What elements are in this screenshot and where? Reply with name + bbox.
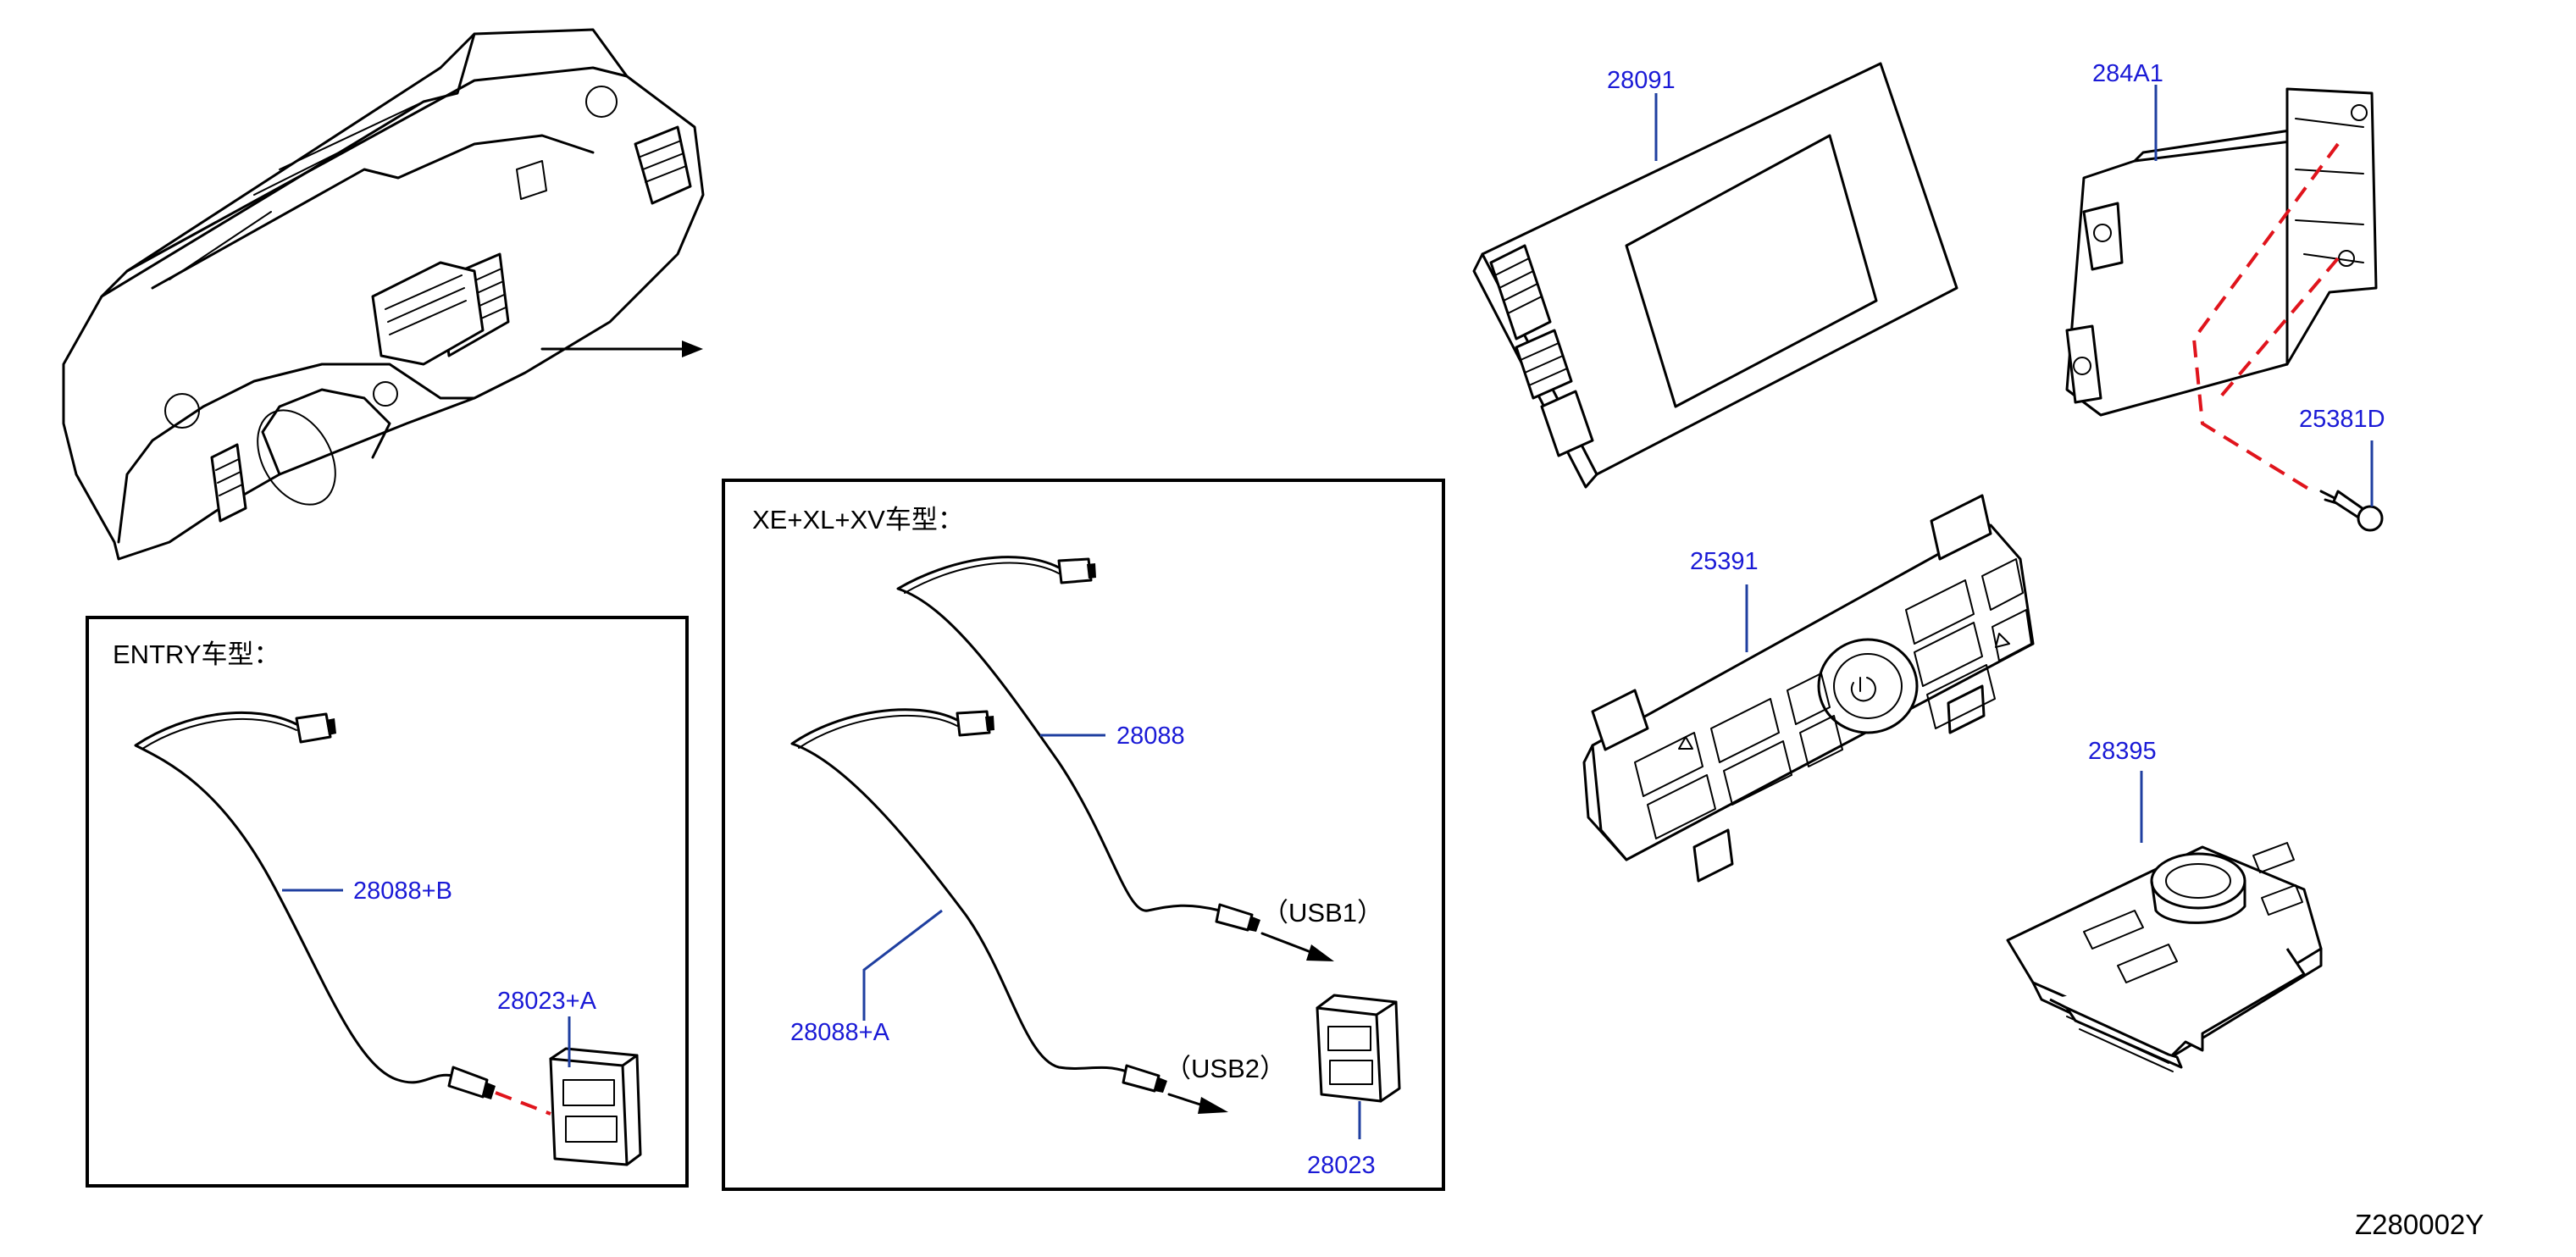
part-number-25391: 25391 (1690, 548, 1759, 575)
diagram-id: Z280002Y (2355, 1209, 2484, 1240)
part-number-28023-a: 28023+A (497, 988, 597, 1015)
cable-28088-b-drawing (134, 711, 496, 1099)
instrument-panel-drawing (62, 28, 705, 561)
part-number-28023: 28023 (1307, 1152, 1376, 1179)
usb2-caption: （USB2） (1165, 1054, 1286, 1083)
leader-28088-a (862, 909, 943, 1021)
part-number-28088-b: 28088+B (353, 878, 452, 905)
xe-variant-caption: XE+XL+XV车型： (752, 505, 964, 534)
display-unit-28091-drawing (1472, 62, 1958, 489)
part-number-28395: 28395 (2088, 738, 2157, 765)
cable-28088-a-drawing (790, 708, 1228, 1114)
xe-variant-frame (722, 479, 1445, 1191)
usb-port-28023-a-drawing (495, 1047, 642, 1166)
connection-dashed-line (2218, 257, 2340, 400)
entry-variant-frame (86, 616, 689, 1188)
part-number-28088-a: 28088+A (790, 1019, 890, 1046)
control-panel-25391-drawing (1582, 494, 2035, 883)
part-number-28088: 28088 (1116, 723, 1185, 750)
part-number-28091: 28091 (1607, 67, 1676, 94)
controller-28395-drawing (2006, 842, 2323, 1072)
part-number-25381D: 25381D (2299, 406, 2385, 433)
connection-dashed-line (2191, 142, 2340, 493)
part-number-284A1: 284A1 (2092, 60, 2163, 87)
usb1-caption: （USB1） (1262, 898, 1383, 928)
connection-dashed-line (495, 1091, 551, 1116)
screw-25381D-drawing (2319, 490, 2384, 532)
entry-variant-caption: ENTRY车型： (113, 640, 280, 669)
module-284A1-drawing (2065, 87, 2378, 493)
cable-28088-drawing (896, 556, 1334, 961)
usb-port-28023-drawing (1316, 994, 1401, 1103)
